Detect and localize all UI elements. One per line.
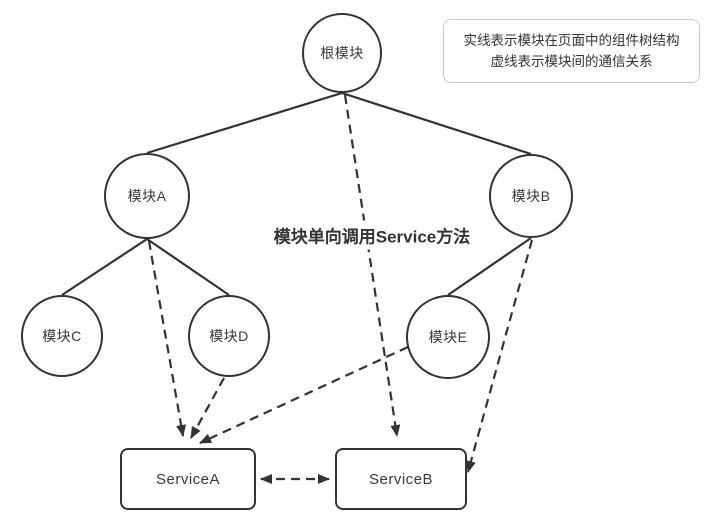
node-service-a: ServiceA bbox=[120, 448, 256, 510]
comm-edge-moduleE-serviceA bbox=[199, 346, 409, 444]
node-label: 模块B bbox=[511, 188, 551, 204]
legend-box: 实线表示模块在页面中的组件树结构 虚线表示模块间的通信关系 bbox=[443, 19, 700, 83]
comm-edge-moduleD-serviceA bbox=[190, 377, 225, 439]
edge-moduleA-moduleD bbox=[146, 238, 230, 296]
comm-edge-root-serviceB bbox=[343, 94, 401, 437]
edge-root-moduleA bbox=[146, 91, 343, 155]
edge-root-moduleB bbox=[341, 91, 532, 156]
node-label: 根模块 bbox=[320, 45, 364, 61]
annotation-service-call: 模块单向调用Service方法 bbox=[268, 220, 476, 250]
comm-edge-moduleA-serviceA bbox=[147, 240, 187, 437]
edge-moduleB-moduleE bbox=[447, 237, 532, 296]
node-root-module: 根模块 bbox=[302, 13, 382, 93]
node-label: 模块A bbox=[127, 188, 167, 204]
node-module-e: 模块E bbox=[406, 295, 490, 379]
legend-line-solid: 实线表示模块在页面中的组件树结构 bbox=[463, 33, 680, 48]
node-label: 模块E bbox=[428, 329, 468, 345]
node-label: ServiceB bbox=[368, 470, 434, 488]
legend-line-dashed: 虚线表示模块间的通信关系 bbox=[490, 54, 653, 69]
edge-moduleA-moduleC bbox=[61, 238, 148, 296]
node-module-d: 模块D bbox=[188, 295, 270, 377]
node-label: 模块C bbox=[42, 328, 82, 344]
node-label: 模块D bbox=[209, 328, 249, 344]
node-module-c: 模块C bbox=[21, 295, 103, 377]
node-module-a: 模块A bbox=[104, 153, 190, 239]
comm-edge-moduleB-serviceB bbox=[466, 239, 534, 473]
node-service-b: ServiceB bbox=[335, 448, 467, 510]
node-label: ServiceA bbox=[155, 470, 221, 488]
node-module-b: 模块B bbox=[489, 154, 573, 238]
